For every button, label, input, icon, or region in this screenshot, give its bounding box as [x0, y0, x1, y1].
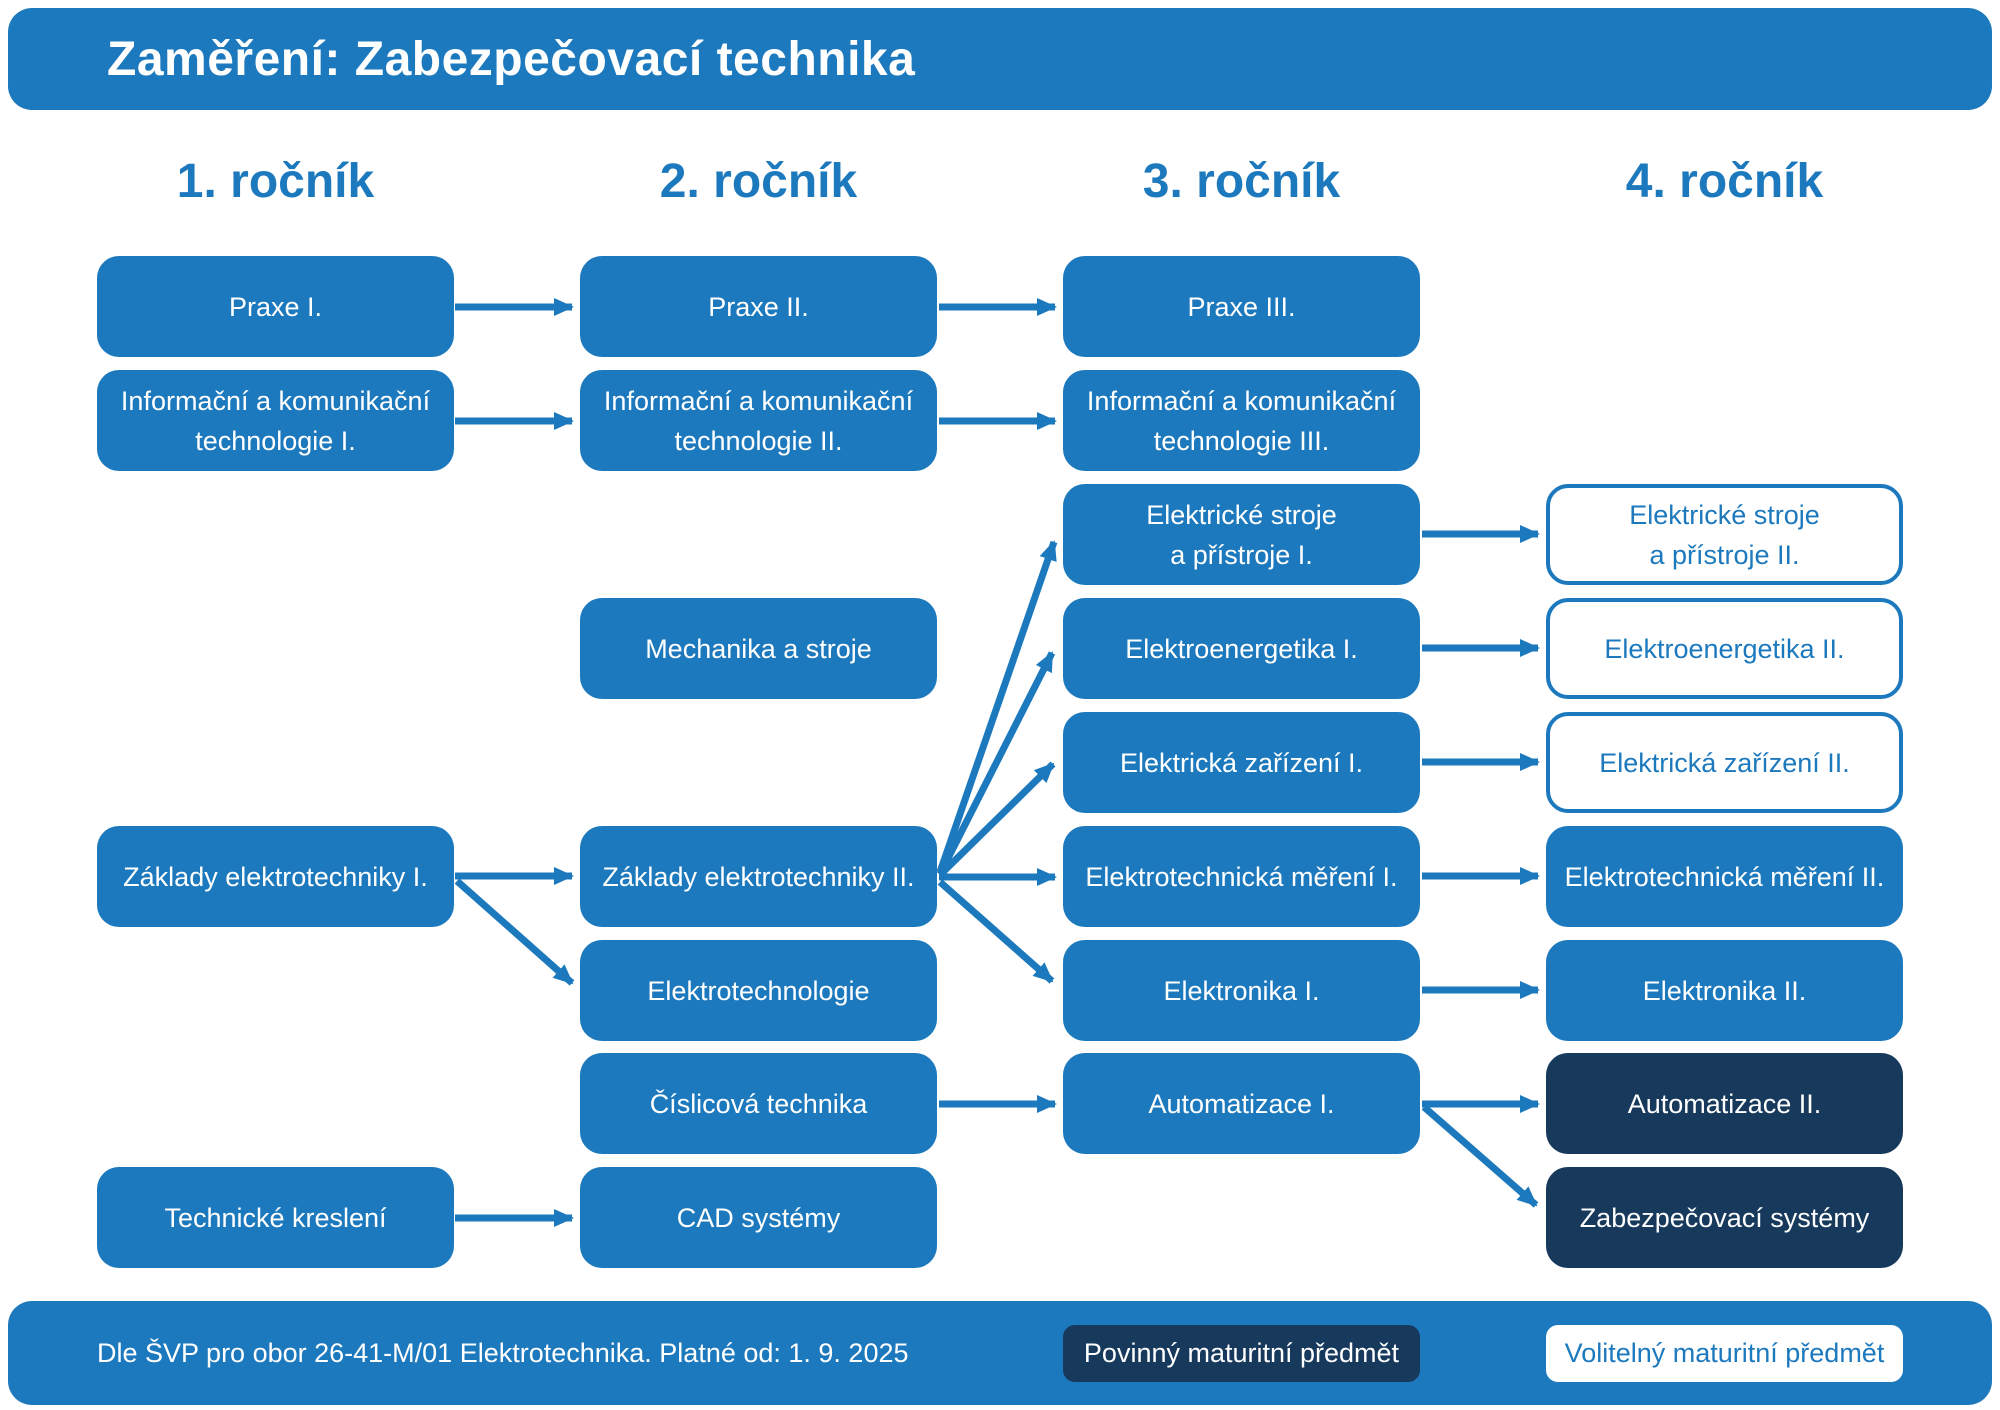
- subject-elektricka-zarizeni-1: Elektrická zařízení I.: [1063, 712, 1420, 813]
- column-header-year2: 2. ročník: [659, 155, 858, 208]
- subject-elektroenergetika-1: Elektroenergetika I.: [1063, 598, 1420, 699]
- subject-zabezpecovaci-systemy: Zabezpečovací systémy: [1546, 1167, 1903, 1268]
- page-title: Zaměření: Zabezpečovací technika: [107, 32, 916, 86]
- arrow-zaklady1-to-elektrotechnologie: [454, 878, 575, 986]
- subject-praxe-1: Praxe I.: [97, 256, 454, 357]
- subject-automatizace-2: Automatizace II.: [1546, 1053, 1903, 1154]
- subject-automatizace-1: Automatizace I.: [1063, 1053, 1420, 1154]
- footer-bar: Dle ŠVP pro obor 26-41-M/01 Elektrotechn…: [8, 1301, 1992, 1405]
- subject-praxe-2: Praxe II.: [580, 256, 937, 357]
- subject-elektrotechnicka-mereni-1: Elektrotechnická měření I.: [1063, 826, 1420, 927]
- subject-cad-systemy: CAD systémy: [580, 1167, 937, 1268]
- subject-elektronika-1: Elektronika I.: [1063, 940, 1420, 1041]
- subject-zaklady-elektrotechniky-1: Základy elektrotechniky I.: [97, 826, 454, 927]
- legend-required-maturita: Povinný maturitní předmět: [1063, 1325, 1420, 1382]
- arrow-zaklady2-to-stroje1: [936, 540, 1058, 874]
- legend-optional-maturita: Volitelný maturitní předmět: [1546, 1325, 1903, 1382]
- subject-ikt-1: Informační a komunikační technologie I.: [97, 370, 454, 471]
- arrow-automatizace1-to-zabezpecovaci: [1421, 1104, 1539, 1208]
- subject-elektricka-zarizeni-2: Elektrická zařízení II.: [1546, 712, 1903, 813]
- footer-note: Dle ŠVP pro obor 26-41-M/01 Elektrotechn…: [97, 1337, 909, 1368]
- column-header-year1: 1. ročník: [176, 155, 375, 208]
- subject-elektronika-2: Elektronika II.: [1546, 940, 1903, 1041]
- arrow-zaklady2-to-zarizeni1: [937, 761, 1056, 878]
- subject-mechanika-a-stroje: Mechanika a stroje: [580, 598, 937, 699]
- subject-ikt-3: Informační a komunikační technologie III…: [1063, 370, 1420, 471]
- column-header-year3: 3. ročník: [1142, 155, 1341, 208]
- subject-praxe-3: Praxe III.: [1063, 256, 1420, 357]
- subject-elektrotechnicka-mereni-2: Elektrotechnická měření II.: [1546, 826, 1903, 927]
- subject-technicke-kresleni: Technické kreslení: [97, 1167, 454, 1268]
- subject-ikt-2: Informační a komunikační technologie II.: [580, 370, 937, 471]
- arrow-zaklady2-to-elektronika1: [937, 879, 1055, 984]
- subject-elektrotechnologie: Elektrotechnologie: [580, 940, 937, 1041]
- arrow-zaklady2-to-energetika1: [936, 651, 1056, 876]
- header-bar: Zaměření: Zabezpečovací technika: [8, 8, 1992, 110]
- subject-zaklady-elektrotechniky-2: Základy elektrotechniky II.: [580, 826, 937, 927]
- column-header-year4: 4. ročník: [1625, 155, 1824, 208]
- subject-elektricke-stroje-1: Elektrické stroje a přístroje I.: [1063, 484, 1420, 585]
- subject-cislicova-technika: Číslicová technika: [580, 1053, 937, 1154]
- subject-elektricke-stroje-2: Elektrické stroje a přístroje II.: [1546, 484, 1903, 585]
- subject-elektroenergetika-2: Elektroenergetika II.: [1546, 598, 1903, 699]
